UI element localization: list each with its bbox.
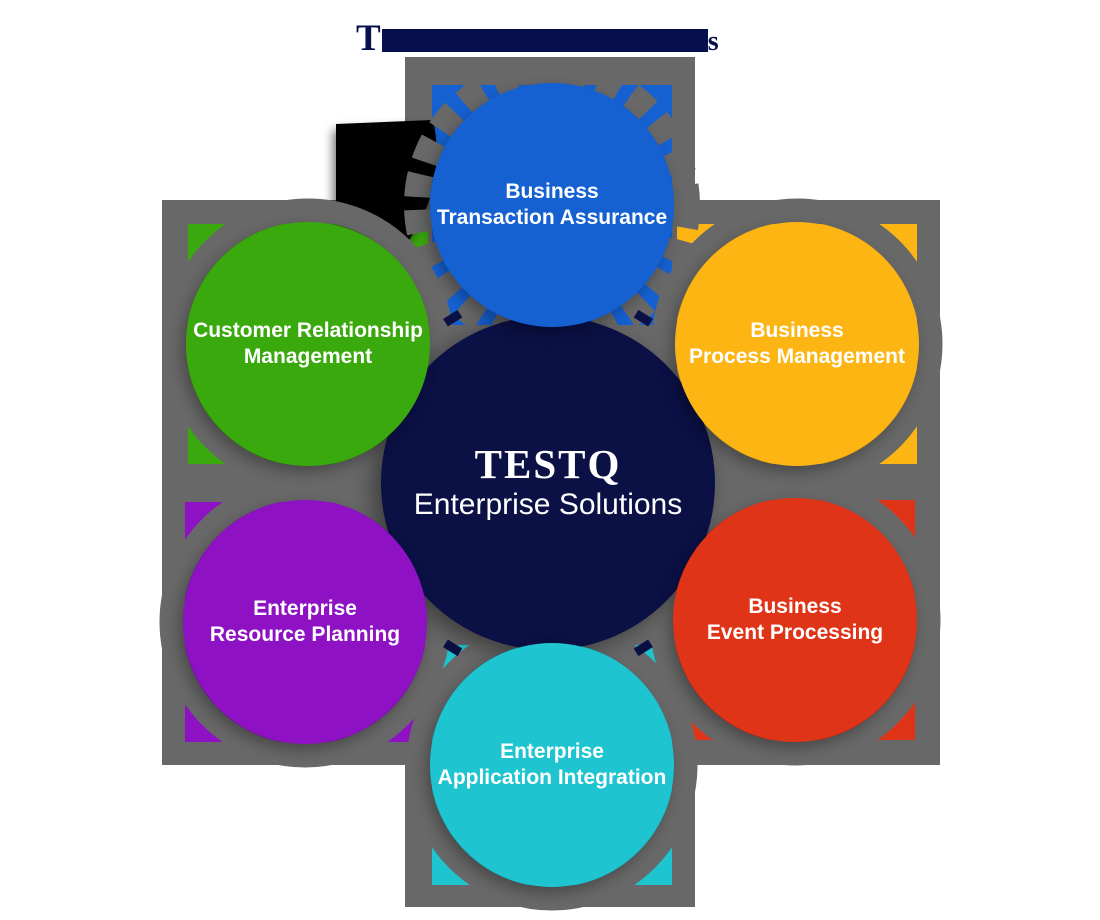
node-label-line: Process Management [689, 345, 905, 368]
node-label-line: Management [243, 345, 373, 368]
title-start-glyph: T [356, 18, 381, 59]
title-end-glyph: s [707, 26, 719, 57]
node-business-transaction-assurance: Business Transaction Assurance [430, 83, 674, 327]
node-label-line: Resource Planning [209, 623, 401, 646]
node-enterprise-resource-planning: Enterprise Resource Planning [183, 500, 427, 744]
ring-blue-dashed [404, 57, 700, 353]
node-label-line: Business [748, 595, 842, 618]
node-business-process-management: Business Process Management [675, 222, 919, 466]
page-title: T s [356, 18, 719, 59]
node-business-event-processing: Business Event Processing [673, 498, 917, 742]
node-label-line: Business [505, 180, 599, 203]
ring-red [649, 474, 941, 766]
title-obscured-bar [381, 29, 708, 52]
node-label-line: Application Integration [437, 766, 667, 789]
center-node-testq: TESTQ Enterprise Solutions [381, 316, 715, 650]
node-label-line: Enterprise [500, 740, 604, 763]
node-label-line: Event Processing [706, 621, 884, 644]
node-label-line: Customer Relationship [193, 319, 423, 342]
center-brand: TESTQ [474, 441, 622, 487]
ring-purple [159, 476, 451, 768]
center-ring-dashes [443, 309, 653, 657]
node-label-line: Enterprise [253, 597, 357, 620]
node-label-line: Business [750, 319, 844, 342]
center-subtitle: Enterprise Solutions [413, 488, 683, 521]
node-enterprise-application-integration: Enterprise Application Integration [430, 643, 674, 887]
node-customer-relationship-management: Customer Relationship Management [186, 222, 430, 466]
node-label-line: Transaction Assurance [436, 206, 668, 229]
